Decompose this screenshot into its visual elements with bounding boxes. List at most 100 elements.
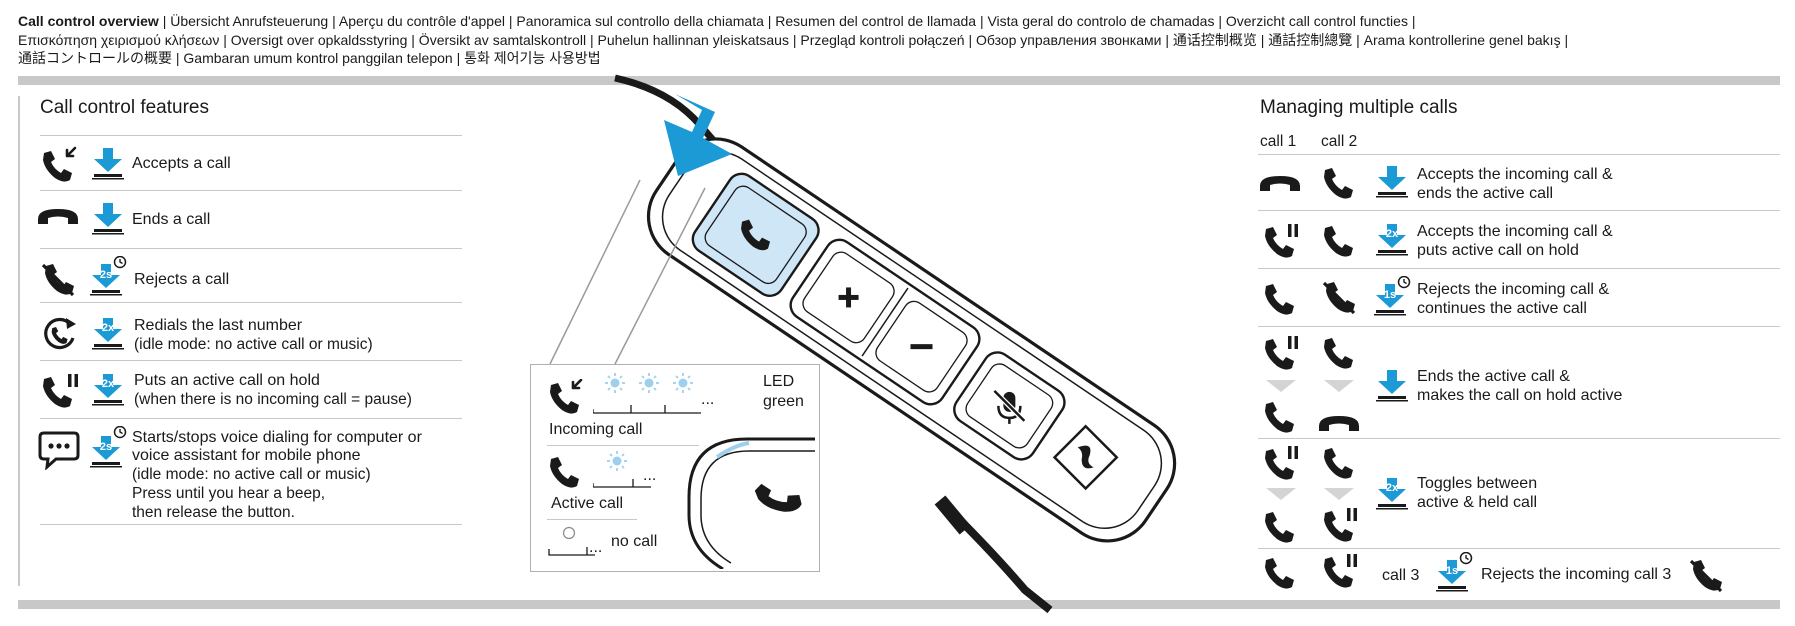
multi-row-3-line-1: Rejects the incoming call & [1417,281,1610,298]
callout-line [549,179,641,365]
led-color-label: green [763,393,804,410]
hangup-icon [38,209,78,224]
header-line-1: Call control overview | Übersicht Anrufs… [18,12,1718,31]
row-divider [1258,438,1780,439]
call-icon [1324,448,1353,479]
row-divider [1258,326,1780,327]
incoming-call-icon [550,379,583,414]
press-button-icon [92,148,124,180]
press-button-icon [1376,166,1408,198]
feature-voice-text-2: voice assistant for mobile phone [132,447,361,464]
badge-2x: 2x [102,322,115,334]
row-divider [40,524,462,525]
row-divider [1258,548,1780,549]
feature-accept-text: Accepts a call [132,155,231,172]
reject-call-icon [1689,559,1723,593]
multi-title: Managing multiple calls [1260,97,1458,118]
call-icon [1324,168,1353,199]
call3-label: call 3 [1382,567,1420,584]
features-title: Call control features [40,97,209,118]
press-1s-icon: 1s [1436,552,1473,592]
voice-assistant-icon [38,431,80,470]
transition-arrow-icon [1266,380,1296,392]
feature-redial-text: Redials the last number [134,317,303,334]
call-icon [1324,226,1353,257]
incoming-call-icon [43,146,77,182]
press-button-icon [1376,370,1408,402]
hold-call-icon [1265,224,1298,258]
control-unit-illustration [549,74,1177,614]
multi-row-4-line-1: Ends the active call & [1417,368,1570,385]
volume-up-button[interactable] [799,248,898,346]
hangup-icon [1319,416,1359,431]
incoming-call-label: Incoming call [549,421,643,438]
call-icon [1324,338,1353,369]
call-icon [1265,284,1294,315]
active-call-icon [550,457,579,488]
reject-call-icon [1322,281,1356,315]
hold-call-icon [1324,554,1357,588]
multi-row-2-line-1: Accepts the incoming call & [1417,223,1613,240]
press-button-icon [92,203,124,235]
top-divider [18,76,1780,85]
badge-2x: 2x [1386,228,1399,240]
row-divider [40,360,462,361]
call-button[interactable] [687,168,824,301]
hold-call-icon [1265,446,1298,480]
multi-row-1-line-1: Accepts the incoming call & [1417,166,1613,183]
header-line-2: Επισκόπηση χειρισμού κλήσεων | Oversigt … [18,31,1569,48]
ellipsis: ... [701,391,715,408]
press-2x-icon: 2x [92,318,124,350]
volume-down-button[interactable] [872,297,971,395]
row-divider [1258,154,1780,155]
badge-2s: 2s [100,441,112,453]
inset-divider [547,445,699,446]
hold-call-icon [43,374,78,408]
header-line-1-rest: | Übersicht Anrufsteuerung | Aperçu du c… [158,13,1416,29]
led-blink-pattern [593,373,701,414]
hold-call-icon [1324,508,1357,542]
led-off-pattern [548,526,595,556]
left-border [18,96,20,586]
hangup-icon [1260,176,1300,191]
inset-divider [547,519,637,520]
row-divider [1258,268,1780,269]
feature-hold-sub: (when there is no incoming call = pause) [134,391,412,408]
cable-bottom [952,512,1053,614]
badge-1s: 1s [1446,565,1458,577]
badge-2s: 2s [100,269,112,281]
reject-call-icon [41,263,75,297]
header-line-3: 通話コントロールの概要 | Gambaran umum kontrol pang… [18,50,601,66]
hold-call-icon [1265,336,1298,370]
call-button-zoom [687,437,815,569]
multi-row-6-text: Rejects the incoming call 3 [1481,566,1672,583]
multi-row-3-line-2: continues the active call [1417,300,1587,317]
bottom-divider [18,600,1780,609]
row-divider [40,135,462,136]
call-icon [1265,558,1294,589]
press-arrow-icon [664,94,732,176]
call-icon [1265,512,1294,543]
page-header: Call control overview | Übersicht Anrufs… [18,12,1718,68]
row-divider [40,418,462,419]
feature-voice-sub-3: then release the button. [132,504,295,521]
badge-2x: 2x [1386,482,1399,494]
press-2x-icon: 2x [1376,478,1408,510]
multi-row-2-line-2: puts active call on hold [1417,242,1579,259]
led-label: LED [763,373,795,390]
row-divider [40,248,462,249]
row-divider [40,190,462,191]
feature-voice-text: Starts/stops voice dialing for computer … [132,429,422,446]
press-2x-icon: 2x [92,374,124,406]
brand-logo [1052,424,1119,491]
press-2s-icon: 2s [90,256,127,296]
call1-header: call 1 [1260,133,1297,150]
feature-hold-text: Puts an active call on hold [134,372,320,389]
callout-line [614,187,706,365]
feature-redial-sub: (idle mode: no active call or music) [134,336,373,353]
badge-1s: 1s [1384,289,1396,301]
press-2x-icon: 2x [1376,224,1408,256]
row-divider [1258,210,1780,211]
feature-voice-sub: (idle mode: no active call or music) [132,466,371,483]
ellipsis: ... [589,539,603,556]
